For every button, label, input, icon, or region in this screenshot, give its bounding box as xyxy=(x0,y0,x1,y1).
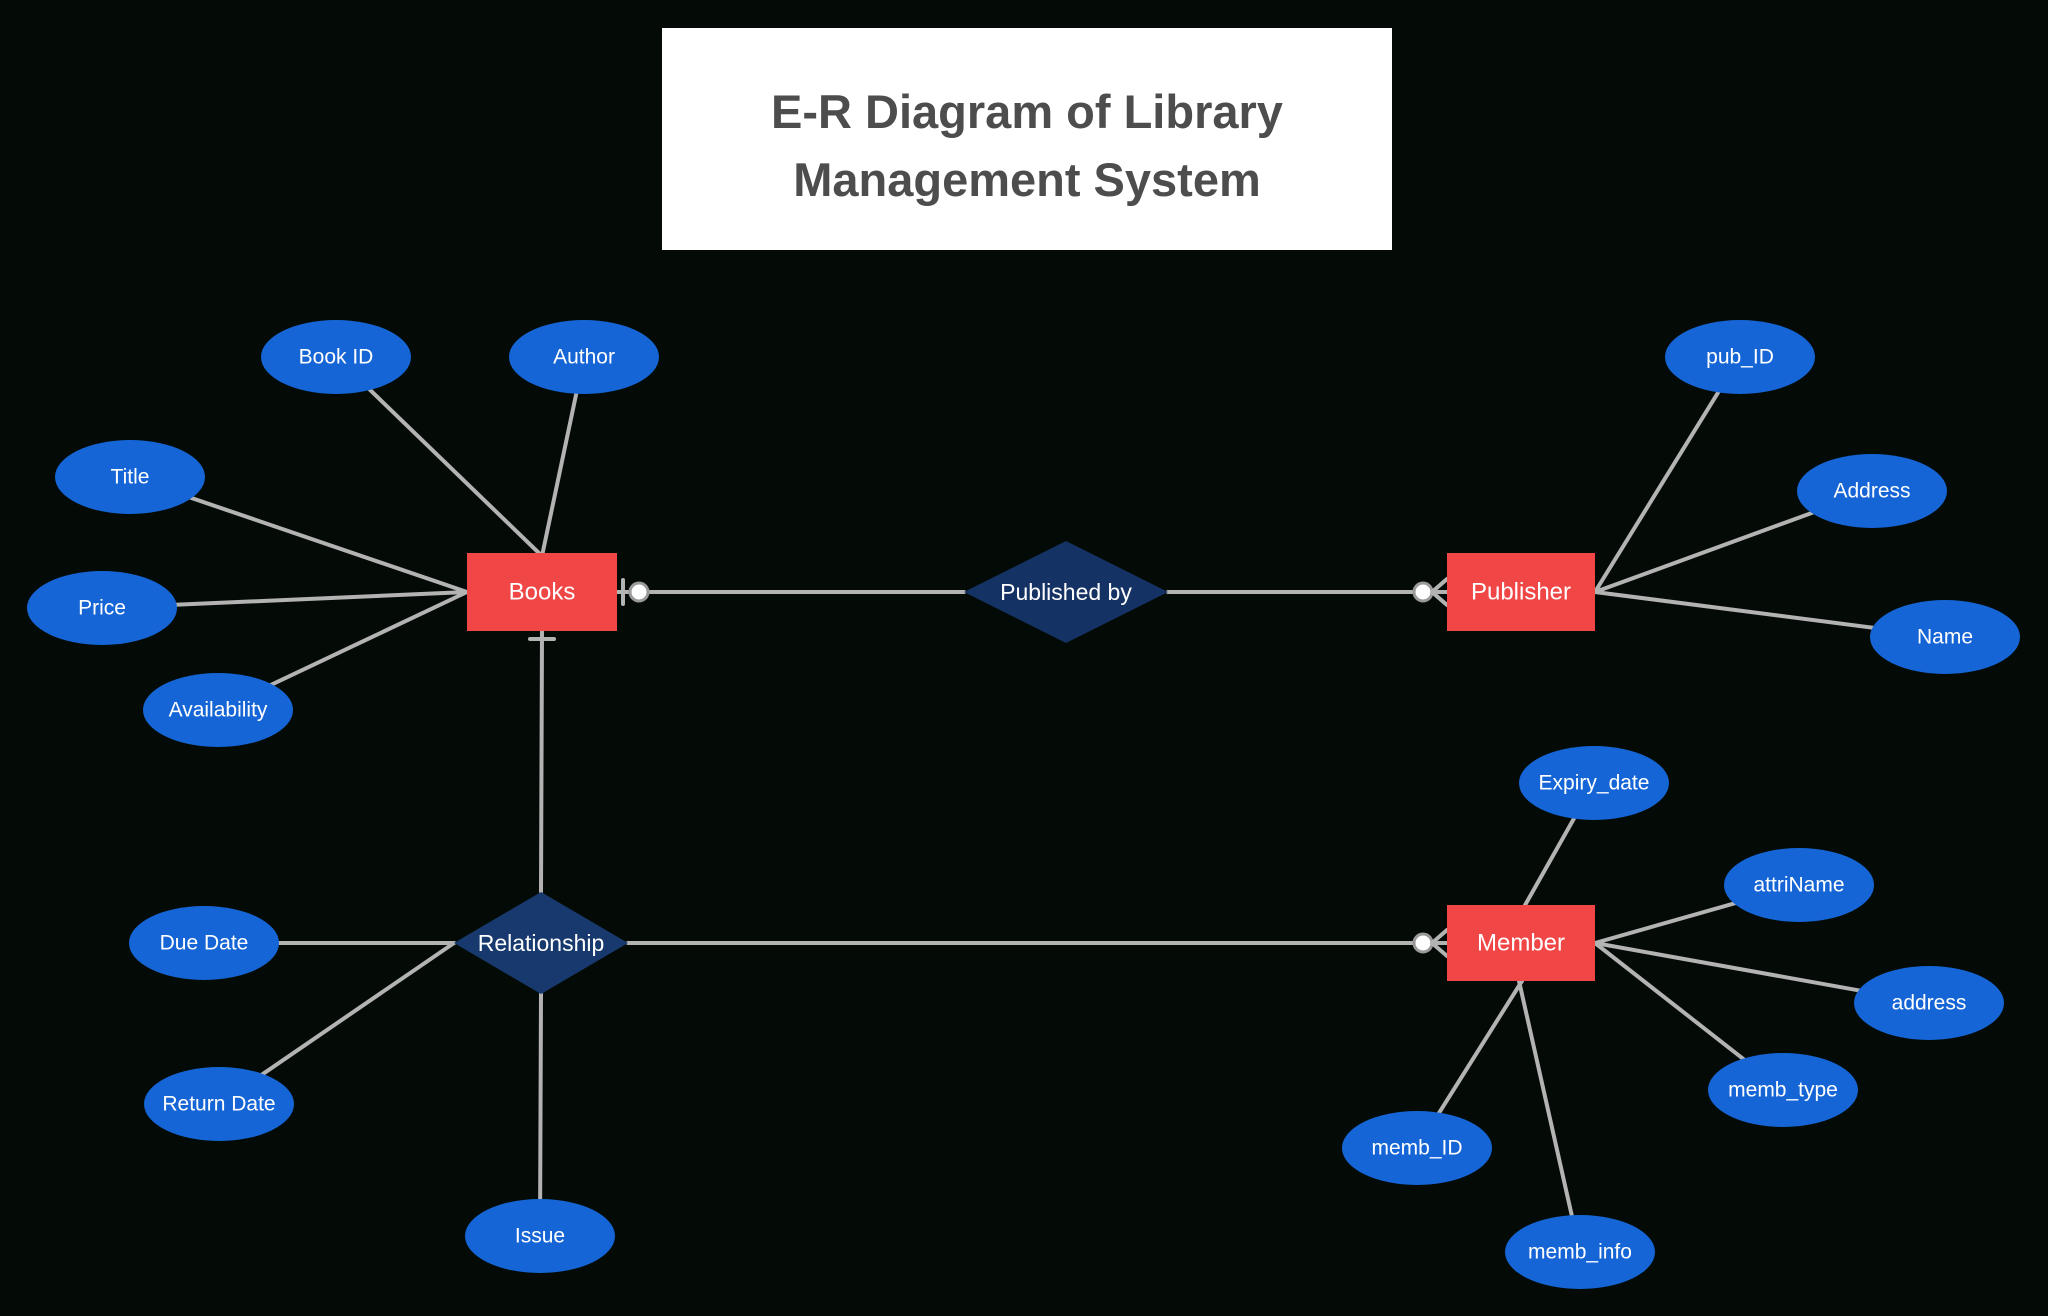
attribute-ellipse xyxy=(1797,454,1947,528)
attribute-ellipse xyxy=(1724,848,1874,922)
attribute-ellipse xyxy=(1870,600,2020,674)
attribute-label: Availability xyxy=(169,699,268,722)
attribute-address-member: address xyxy=(1854,966,2004,1040)
attribute-label: pub_ID xyxy=(1706,346,1774,369)
entity-label: Member xyxy=(1477,930,1565,957)
attribute-author: Author xyxy=(509,320,659,394)
attribute-ellipse xyxy=(1665,320,1815,394)
attribute-label: Author xyxy=(553,346,615,369)
attribute-name: Name xyxy=(1870,600,2020,674)
cardinality-layer xyxy=(528,577,1449,958)
attribute-price: Price xyxy=(27,571,177,645)
attribute-label: memb_ID xyxy=(1371,1137,1462,1160)
entity-rect-member xyxy=(1447,905,1595,981)
attribute-label: memb_info xyxy=(1528,1241,1632,1264)
edge-books-book-id xyxy=(334,355,544,558)
attribute-ellipse xyxy=(261,320,411,394)
attribute-label: Title xyxy=(111,466,150,489)
attribute-ellipse xyxy=(55,440,205,514)
attribute-label: Name xyxy=(1917,626,1973,649)
attribute-label: Book ID xyxy=(299,346,374,369)
attribute-label: address xyxy=(1892,992,1967,1015)
attribute-ellipse xyxy=(1854,966,2004,1040)
attribute-label: Due Date xyxy=(160,932,249,955)
cardinality-circle-icon xyxy=(1412,581,1434,603)
attribute-address-publisher: Address xyxy=(1797,454,1947,528)
attribute-label: attriName xyxy=(1753,874,1844,897)
crow-foot-icon xyxy=(1430,577,1449,594)
attribute-ellipse xyxy=(1342,1111,1492,1185)
edge-books-relationship xyxy=(539,629,544,894)
attribute-label: Expiry_date xyxy=(1539,772,1650,795)
attribute-ellipse xyxy=(465,1199,615,1273)
attribute-pub-id: pub_ID xyxy=(1665,320,1815,394)
attribute-label: memb_type xyxy=(1728,1079,1838,1102)
attribute-title: Title xyxy=(55,440,205,514)
attribute-memb-id: memb_ID xyxy=(1342,1111,1492,1185)
attribute-ellipse xyxy=(1519,746,1669,820)
page-title-line2: Management System xyxy=(793,153,1261,206)
edge-publisher-pub-id xyxy=(1593,355,1742,594)
attribute-issue: Issue xyxy=(465,1199,615,1273)
entity-publisher: Publisher xyxy=(1447,553,1595,631)
attribute-ellipse xyxy=(129,906,279,980)
attribute-due-date: Due Date xyxy=(129,906,279,980)
attribute-label: Issue xyxy=(515,1225,565,1248)
entity-member: Member xyxy=(1447,905,1595,981)
entity-rect-books xyxy=(467,553,617,631)
edge-relationship-issue xyxy=(538,992,543,1238)
entity-label: Publisher xyxy=(1471,579,1571,606)
attribute-label: Return Date xyxy=(162,1093,275,1116)
attribute-attriname: attriName xyxy=(1724,848,1874,922)
attribute-ellipse xyxy=(27,571,177,645)
entity-rect-publisher xyxy=(1447,553,1595,631)
relationship-relationship: Relationship xyxy=(454,892,628,994)
attribute-label: Price xyxy=(78,597,126,620)
attribute-label: Address xyxy=(1833,480,1910,503)
cardinality-circle-icon xyxy=(1412,932,1434,954)
crow-foot-icon xyxy=(1430,928,1449,945)
relationship-label: Relationship xyxy=(478,930,605,956)
title-block: E-R Diagram of Library Management System xyxy=(662,28,1392,250)
title-box xyxy=(662,28,1392,250)
attribute-availability: Availability xyxy=(143,673,293,747)
attribute-ellipse xyxy=(509,320,659,394)
attribute-ellipse xyxy=(1505,1215,1655,1289)
diamond-relationship xyxy=(454,892,628,994)
relationship-label: Published by xyxy=(1000,579,1132,605)
attribute-book-id: Book ID xyxy=(261,320,411,394)
entity-books: Books xyxy=(467,553,617,631)
attribute-return-date: Return Date xyxy=(144,1067,294,1141)
cardinality-circle-icon xyxy=(628,581,650,603)
entity-label: Books xyxy=(509,579,576,606)
diamond-published-by xyxy=(964,541,1168,643)
crow-foot-icon xyxy=(1430,590,1449,607)
relationship-published-by: Published by xyxy=(964,541,1168,643)
attribute-memb-type: memb_type xyxy=(1708,1053,1858,1127)
edge-member-memb-info xyxy=(1517,979,1582,1254)
attribute-ellipse xyxy=(144,1067,294,1141)
attribute-memb-info: memb_info xyxy=(1505,1215,1655,1289)
page-title-line1: E-R Diagram of Library xyxy=(771,85,1283,138)
attribute-expiry-date: Expiry_date xyxy=(1519,746,1669,820)
crow-foot-icon xyxy=(1430,941,1449,958)
attribute-ellipse xyxy=(1708,1053,1858,1127)
attribute-ellipse xyxy=(143,673,293,747)
